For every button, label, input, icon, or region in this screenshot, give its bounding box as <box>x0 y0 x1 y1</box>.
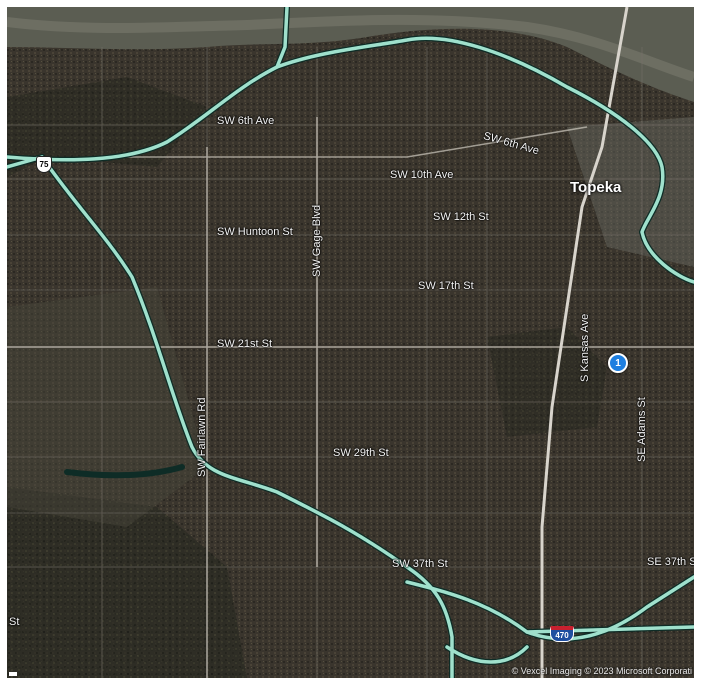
vegetation-area <box>7 487 247 678</box>
kansas-ave-road <box>540 7 629 678</box>
city-label: Topeka <box>570 179 622 196</box>
route-number: 75 <box>39 160 49 169</box>
street-label: SW 10th Ave <box>390 169 454 181</box>
river-channel <box>7 14 694 82</box>
copyright-notice: © Vexcel Imaging © 2023 Microsoft Corpor… <box>511 666 692 676</box>
street-label: SE Adams St <box>636 397 648 462</box>
vegetation-area <box>487 327 607 437</box>
street-label: SW Huntoon St <box>217 226 293 238</box>
us-route-shield-icon: 75 <box>36 156 52 173</box>
location-marker-pin[interactable]: 1 <box>608 353 628 373</box>
street-label: SW Gage Blvd <box>311 204 323 277</box>
street-label: SW 29th St <box>333 447 389 459</box>
street-label: SW 6th Ave <box>217 115 275 127</box>
street-label: SW 37th St <box>392 558 448 570</box>
satellite-imagery <box>7 7 694 678</box>
interstate-shield-icon: 470 <box>550 626 574 642</box>
street-label: SE 37th S <box>647 556 694 568</box>
street-label: S Kansas Ave <box>579 313 591 382</box>
marker-label: 1 <box>615 357 621 369</box>
street-label: SW Fairlawn Rd <box>196 397 208 477</box>
street-label: SW 12th St <box>433 211 489 223</box>
street-label: SW 21st St <box>217 338 273 350</box>
street-label: St <box>9 616 20 628</box>
street-label: SW 17th St <box>418 280 474 292</box>
main-avenues <box>7 117 694 678</box>
map-view[interactable]: SW 6th Ave SW 6th Ave SW 10th Ave SW 12t… <box>7 7 694 678</box>
highway-lines <box>7 7 694 678</box>
scale-bar <box>9 672 17 676</box>
route-number: 470 <box>555 631 569 640</box>
vegetation-area <box>7 77 207 177</box>
